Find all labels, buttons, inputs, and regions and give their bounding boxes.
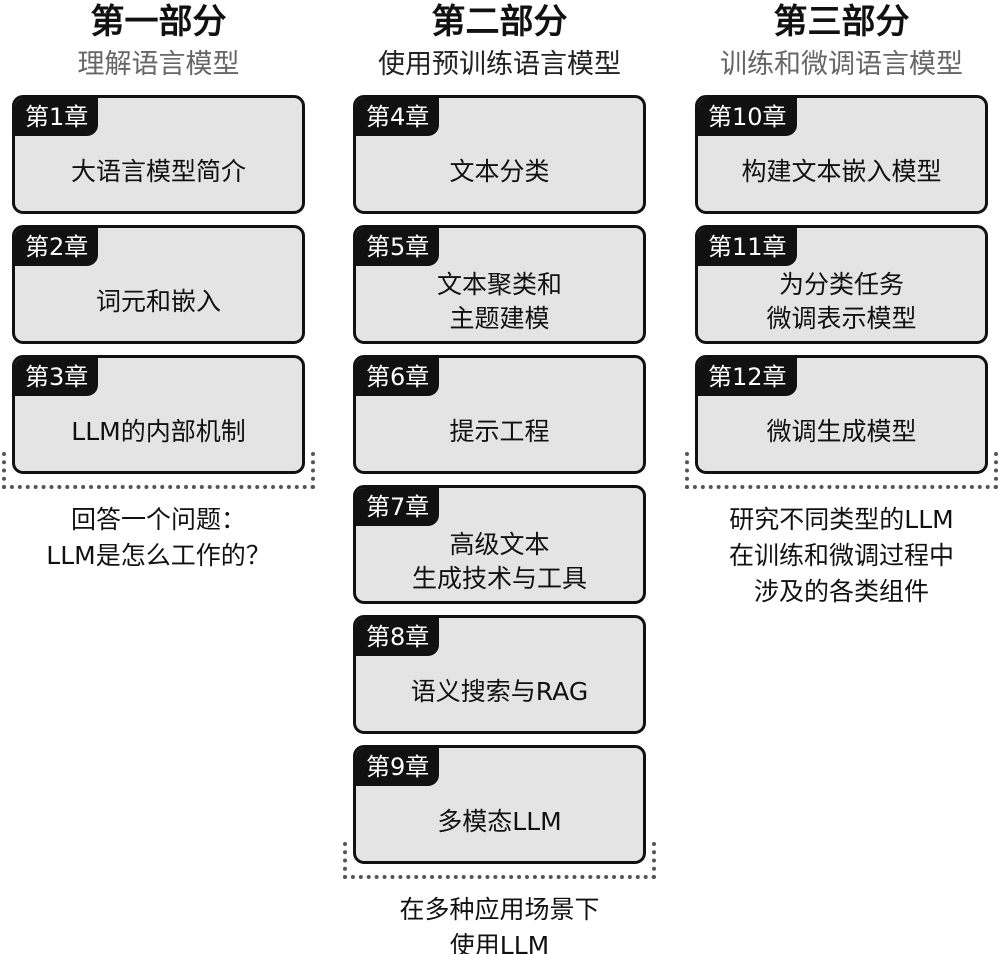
chapter-box: 第11章 为分类任务 微调表示模型 <box>695 225 988 344</box>
part-title: 第二部分 <box>431 2 568 42</box>
chapter-tag: 第7章 <box>356 488 440 526</box>
dotted-bracket <box>2 452 315 489</box>
part-subtitle: 使用预训练语言模型 <box>378 49 621 80</box>
chapter-title: 微调生成模型 <box>766 416 917 446</box>
chapter-title: 语义搜索与RAG <box>410 676 589 706</box>
chapter-tag: 第10章 <box>698 98 797 136</box>
chapter-box: 第7章 高级文本 生成技术与工具 <box>353 485 646 604</box>
chapter-box: 第3章 LLM的内部机制 <box>12 355 305 474</box>
chapter-title: 文本聚类和 主题建模 <box>436 269 562 333</box>
chapter-box: 第9章 多模态LLM <box>353 745 646 864</box>
chapter-box: 第1章 大语言模型简介 <box>12 95 305 214</box>
chapter-box: 第8章 语义搜索与RAG <box>353 615 646 734</box>
chapter-tag: 第9章 <box>356 748 440 786</box>
part-title: 第一部分 <box>90 2 227 42</box>
dotted-bracket <box>685 452 998 489</box>
part-title: 第三部分 <box>773 2 910 42</box>
chapter-tag: 第3章 <box>15 358 99 396</box>
chapter-box: 第10章 构建文本嵌入模型 <box>695 95 988 214</box>
chapter-box: 第4章 文本分类 <box>353 95 646 214</box>
dotted-bracket <box>343 842 656 879</box>
part-subtitle: 训练和微调语言模型 <box>720 49 963 80</box>
part-caption: 在多种应用场景下 使用LLM <box>399 895 600 954</box>
chapter-title: 提示工程 <box>449 416 550 446</box>
chapter-tag: 第8章 <box>356 618 440 656</box>
chapter-tag: 第1章 <box>15 98 99 136</box>
chapter-title: 高级文本 生成技术与工具 <box>411 529 587 593</box>
chapter-tag: 第2章 <box>15 228 99 266</box>
part-subtitle: 理解语言模型 <box>77 49 240 80</box>
chapter-title: 多模态LLM <box>437 806 562 836</box>
part-caption: 研究不同类型的LLM 在训练和微调过程中 涉及的各类组件 <box>728 505 954 606</box>
chapter-title: 构建文本嵌入模型 <box>741 156 942 186</box>
chapter-title: 为分类任务 微调表示模型 <box>766 269 917 333</box>
chapter-tag: 第5章 <box>356 228 440 266</box>
chapter-title: 大语言模型简介 <box>70 156 246 186</box>
chapter-box: 第2章 词元和嵌入 <box>12 225 305 344</box>
chapter-box: 第6章 提示工程 <box>353 355 646 474</box>
chapter-tag: 第4章 <box>356 98 440 136</box>
chapter-box: 第5章 文本聚类和 主题建模 <box>353 225 646 344</box>
chapter-tag: 第6章 <box>356 358 440 396</box>
chapter-box: 第12章 微调生成模型 <box>695 355 988 474</box>
chapter-tag: 第11章 <box>698 228 797 266</box>
part-caption: 回答一个问题： LLM是怎么工作的？ <box>46 505 271 570</box>
chapter-title: 文本分类 <box>449 156 550 186</box>
chapter-title: 词元和嵌入 <box>95 286 221 316</box>
chapter-tag: 第12章 <box>698 358 797 396</box>
chapter-title: LLM的内部机制 <box>71 416 246 446</box>
